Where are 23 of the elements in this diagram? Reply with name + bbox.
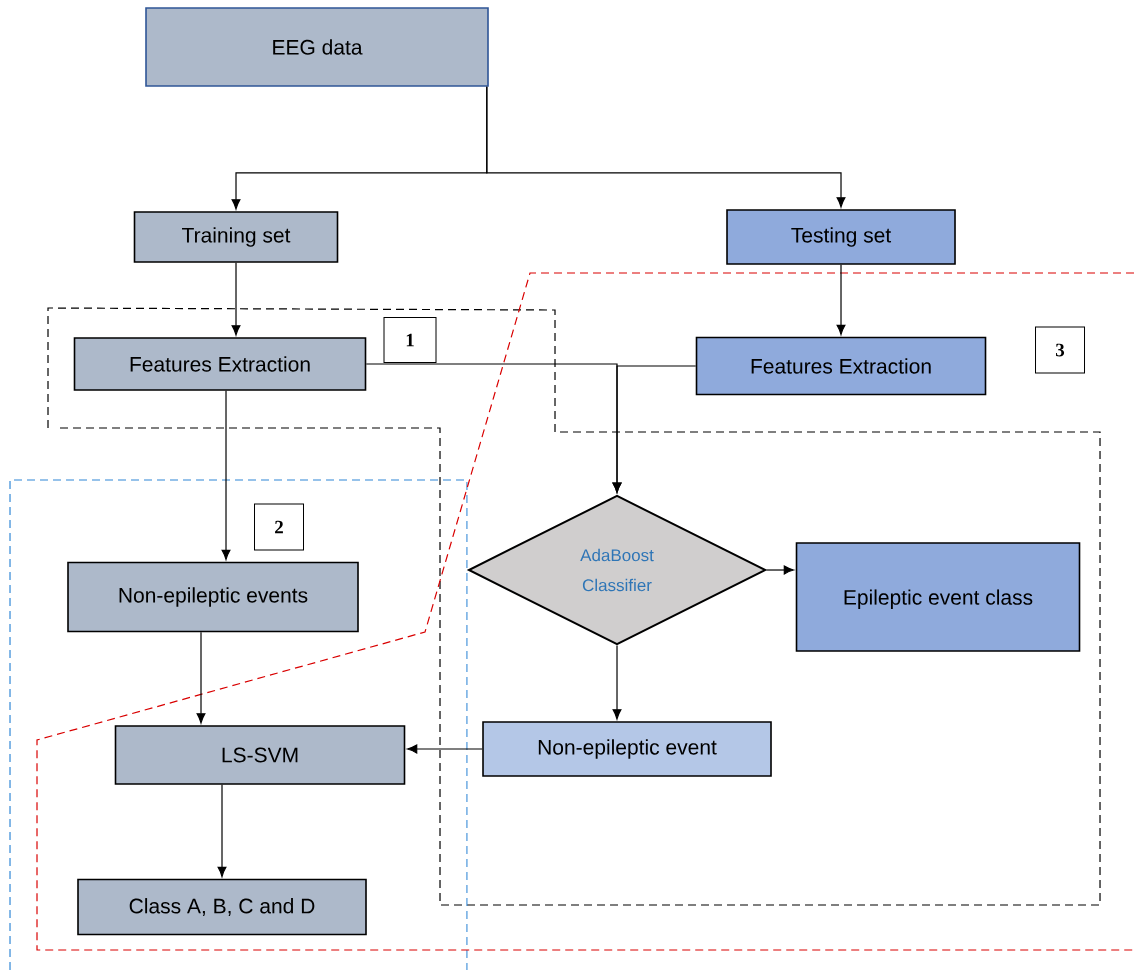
- process-box: Non-epileptic event: [482, 721, 772, 777]
- step-number-box: 3: [1035, 326, 1085, 374]
- arrow: [486, 86, 846, 208]
- process-box: Epileptic event class: [795, 542, 1081, 652]
- process-box: Testing set: [726, 209, 956, 265]
- arrow: [221, 390, 231, 561]
- arrow: [196, 631, 206, 724]
- arrow: [612, 365, 697, 493]
- process-box: EEG data: [145, 7, 489, 87]
- arrow: [231, 262, 241, 336]
- process-box: Class A, B, C and D: [77, 878, 367, 936]
- process-box: Non-epileptic events: [67, 561, 359, 633]
- step-number-box: 2: [254, 503, 304, 551]
- process-box: Features Extraction: [73, 337, 367, 391]
- process-box: LS-SVM: [114, 725, 406, 785]
- process-box: Features Extraction: [695, 336, 987, 396]
- step-number-box: 1: [383, 317, 437, 363]
- arrow: [836, 264, 846, 336]
- arrow: [406, 744, 483, 754]
- arrow: [612, 644, 622, 720]
- arrow: [217, 784, 227, 878]
- arrow: [765, 565, 795, 575]
- process-box: Training set: [133, 211, 339, 263]
